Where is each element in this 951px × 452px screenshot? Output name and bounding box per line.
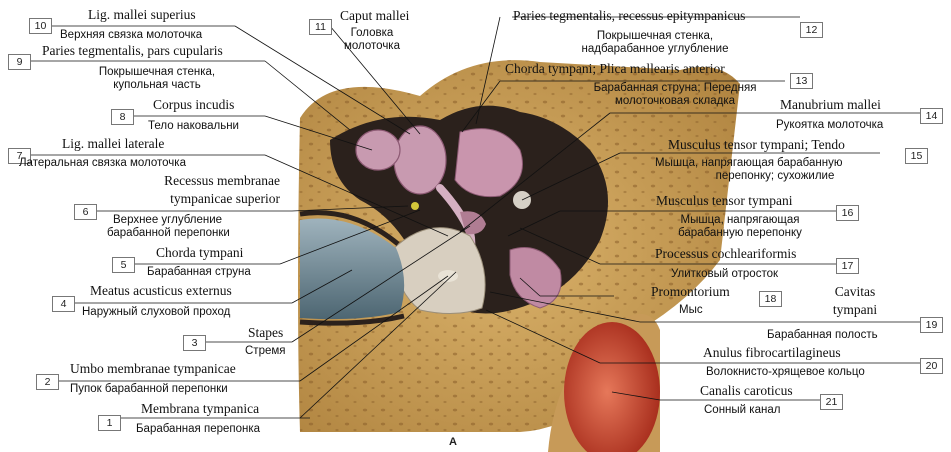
label-russian-line2: молоточка	[332, 40, 412, 53]
label-latin: Membrana tympanica	[141, 401, 259, 417]
label-number: 3	[183, 335, 206, 351]
figure-letter: A	[449, 436, 457, 449]
label-russian: Мыс	[679, 304, 703, 317]
label-russian: Пупок барабанной перепонки	[70, 383, 228, 396]
label-number: 14	[920, 108, 943, 124]
label-russian-line2: барабанную перепонку	[650, 227, 830, 240]
label-number: 4	[52, 296, 75, 312]
label-latin: Stapes	[248, 325, 283, 341]
label-latin-line1: Cavitas	[800, 284, 910, 300]
label-number: 1	[98, 415, 121, 431]
label-russian: Улитковый отросток	[671, 268, 778, 281]
label-number: 15	[905, 148, 928, 164]
label-latin: Chorda tympani; Plica mallearis anterior	[505, 61, 725, 77]
label-number: 17	[836, 258, 859, 274]
label-russian-line2: надбарабанное углубление	[560, 43, 750, 56]
label-number: 6	[74, 204, 97, 220]
label-latin: Anulus fibrocartilagineus	[703, 345, 841, 361]
corpus-incudis	[356, 130, 400, 170]
label-russian: Барабанная струна	[147, 266, 251, 279]
label-russian: Верхняя связка молоточка	[60, 29, 202, 42]
label-number: 20	[920, 358, 943, 374]
label-russian-line1: Мышца, напрягающая	[650, 214, 830, 227]
label-russian: Латеральная связка молоточка	[19, 157, 186, 170]
label-number: 2	[36, 374, 59, 390]
label-latin: Canalis caroticus	[700, 383, 793, 399]
label-russian: Тело наковальни	[148, 120, 239, 133]
label-russian: Сонный канал	[704, 404, 780, 417]
label-latin: Promontorium	[651, 284, 730, 300]
label-number: 9	[8, 54, 31, 70]
label-number: 18	[759, 291, 782, 307]
label-latin-line2: tympanicae superior	[110, 191, 280, 207]
label-russian-line1: Покрышечная стенка,	[560, 30, 750, 43]
label-number: 16	[836, 205, 859, 221]
chorda-dot	[411, 202, 419, 210]
label-latin-line1: Recessus membranae	[110, 173, 280, 189]
label-latin: Musculus tensor tympani	[656, 193, 793, 209]
label-latin: Chorda tympani	[156, 245, 243, 261]
label-number: 8	[111, 109, 134, 125]
label-russian: Барабанная перепонка	[136, 423, 260, 436]
label-latin: Corpus incudis	[153, 97, 234, 113]
label-latin: Musculus tensor tympani; Tendo	[668, 137, 845, 153]
label-latin: Caput mallei	[340, 8, 409, 24]
label-russian-line1: Головка	[332, 27, 412, 40]
label-number: 10	[29, 18, 52, 34]
label-russian: Наружный слуховой проход	[82, 306, 230, 319]
label-latin: Paries tegmentalis, pars cupularis	[42, 43, 223, 59]
label-latin: Meatus acusticus externus	[90, 283, 232, 299]
label-latin: Processus cochleariformis	[655, 246, 796, 262]
label-russian-line2: молоточковая складка	[570, 95, 780, 108]
label-number: 13	[790, 73, 813, 89]
label-russian: Стремя	[245, 345, 286, 358]
label-latin: Lig. mallei superius	[88, 7, 196, 23]
label-latin: Manubrium mallei	[780, 97, 881, 113]
label-russian: Барабанная полость	[767, 329, 878, 342]
label-number: 11	[309, 19, 332, 35]
caput-mallei	[394, 126, 446, 194]
label-latin: Lig. mallei laterale	[62, 136, 164, 152]
label-russian-line2: купольная часть	[62, 79, 252, 92]
label-russian-line2: барабанной перепонки	[107, 227, 230, 240]
label-number: 19	[920, 317, 943, 333]
label-russian-line1: Верхнее углубление	[113, 214, 222, 227]
label-russian-line1: Покрышечная стенка,	[62, 66, 252, 79]
label-russian-line1: Мышца, напрягающая барабанную	[655, 157, 842, 170]
label-latin: Paries tegmentalis, recessus epitympanic…	[513, 8, 745, 24]
label-latin-line2: tympani	[800, 302, 910, 318]
label-latin: Umbo membranae tympanicae	[70, 361, 236, 377]
label-russian-line1: Барабанная струна; Передняя	[570, 82, 780, 95]
label-russian: Волокнисто-хрящевое кольцо	[706, 366, 865, 379]
label-russian: Рукоятка молоточка	[776, 119, 883, 132]
label-russian-line2: перепонку; сухожилие	[655, 170, 895, 183]
label-number: 12	[800, 22, 823, 38]
label-number: 5	[112, 257, 135, 273]
label-number: 21	[820, 394, 843, 410]
